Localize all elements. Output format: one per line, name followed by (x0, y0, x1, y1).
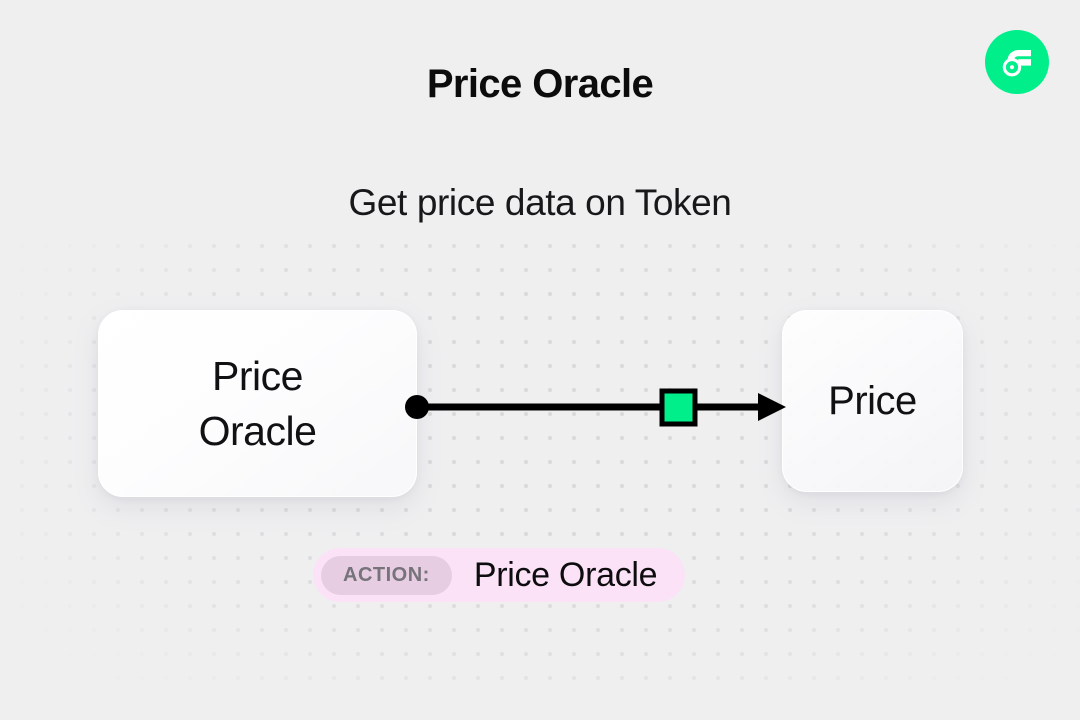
source-dot-handle[interactable] (405, 395, 429, 419)
arrowhead-icon (758, 393, 786, 421)
action-badge-label: ACTION: (321, 555, 452, 595)
flow-logo-icon (985, 30, 1049, 94)
node-price-oracle[interactable]: Price Oracle (98, 310, 417, 497)
page-subtitle: Get price data on Token (348, 182, 732, 223)
page-title: Price Oracle (426, 62, 654, 106)
node-price-oracle-label: Price Oracle (198, 353, 317, 454)
node-price-label: Price (828, 378, 917, 423)
action-pill[interactable]: ACTION: Price Oracle (313, 548, 686, 602)
connector-edge[interactable] (400, 383, 795, 431)
action-value: Price Oracle (473, 555, 658, 594)
green-square-marker[interactable] (659, 388, 698, 427)
node-price[interactable]: Price (782, 310, 963, 492)
